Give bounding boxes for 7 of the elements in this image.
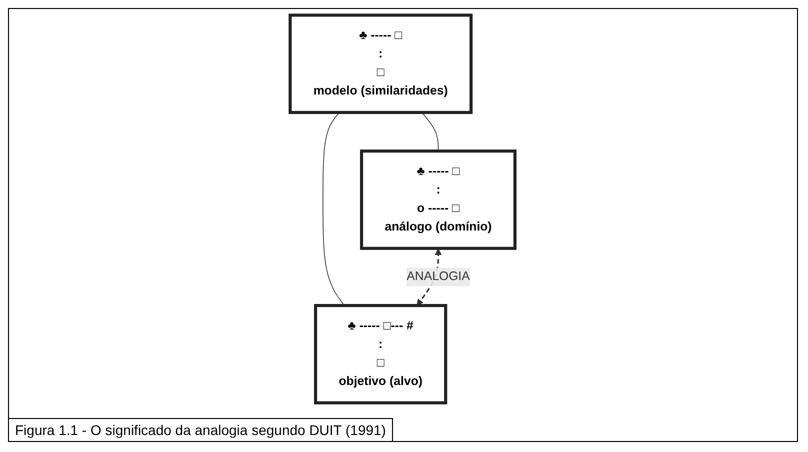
node-box: ♣ ----- □ : o ----- □ análogo (domínio)	[360, 150, 517, 250]
node-box: ♣ ----- □--- # : □ objetivo (alvo)	[314, 304, 448, 404]
figure-caption: Figura 1.1 - O significado da analogia segundo DUIT (1991)	[9, 418, 393, 441]
connector	[422, 112, 440, 152]
node-box: ♣ ----- □ : □ modelo (similaridades)	[289, 14, 474, 114]
connector	[323, 112, 346, 306]
edge-label: ANALOGIA	[407, 270, 470, 284]
